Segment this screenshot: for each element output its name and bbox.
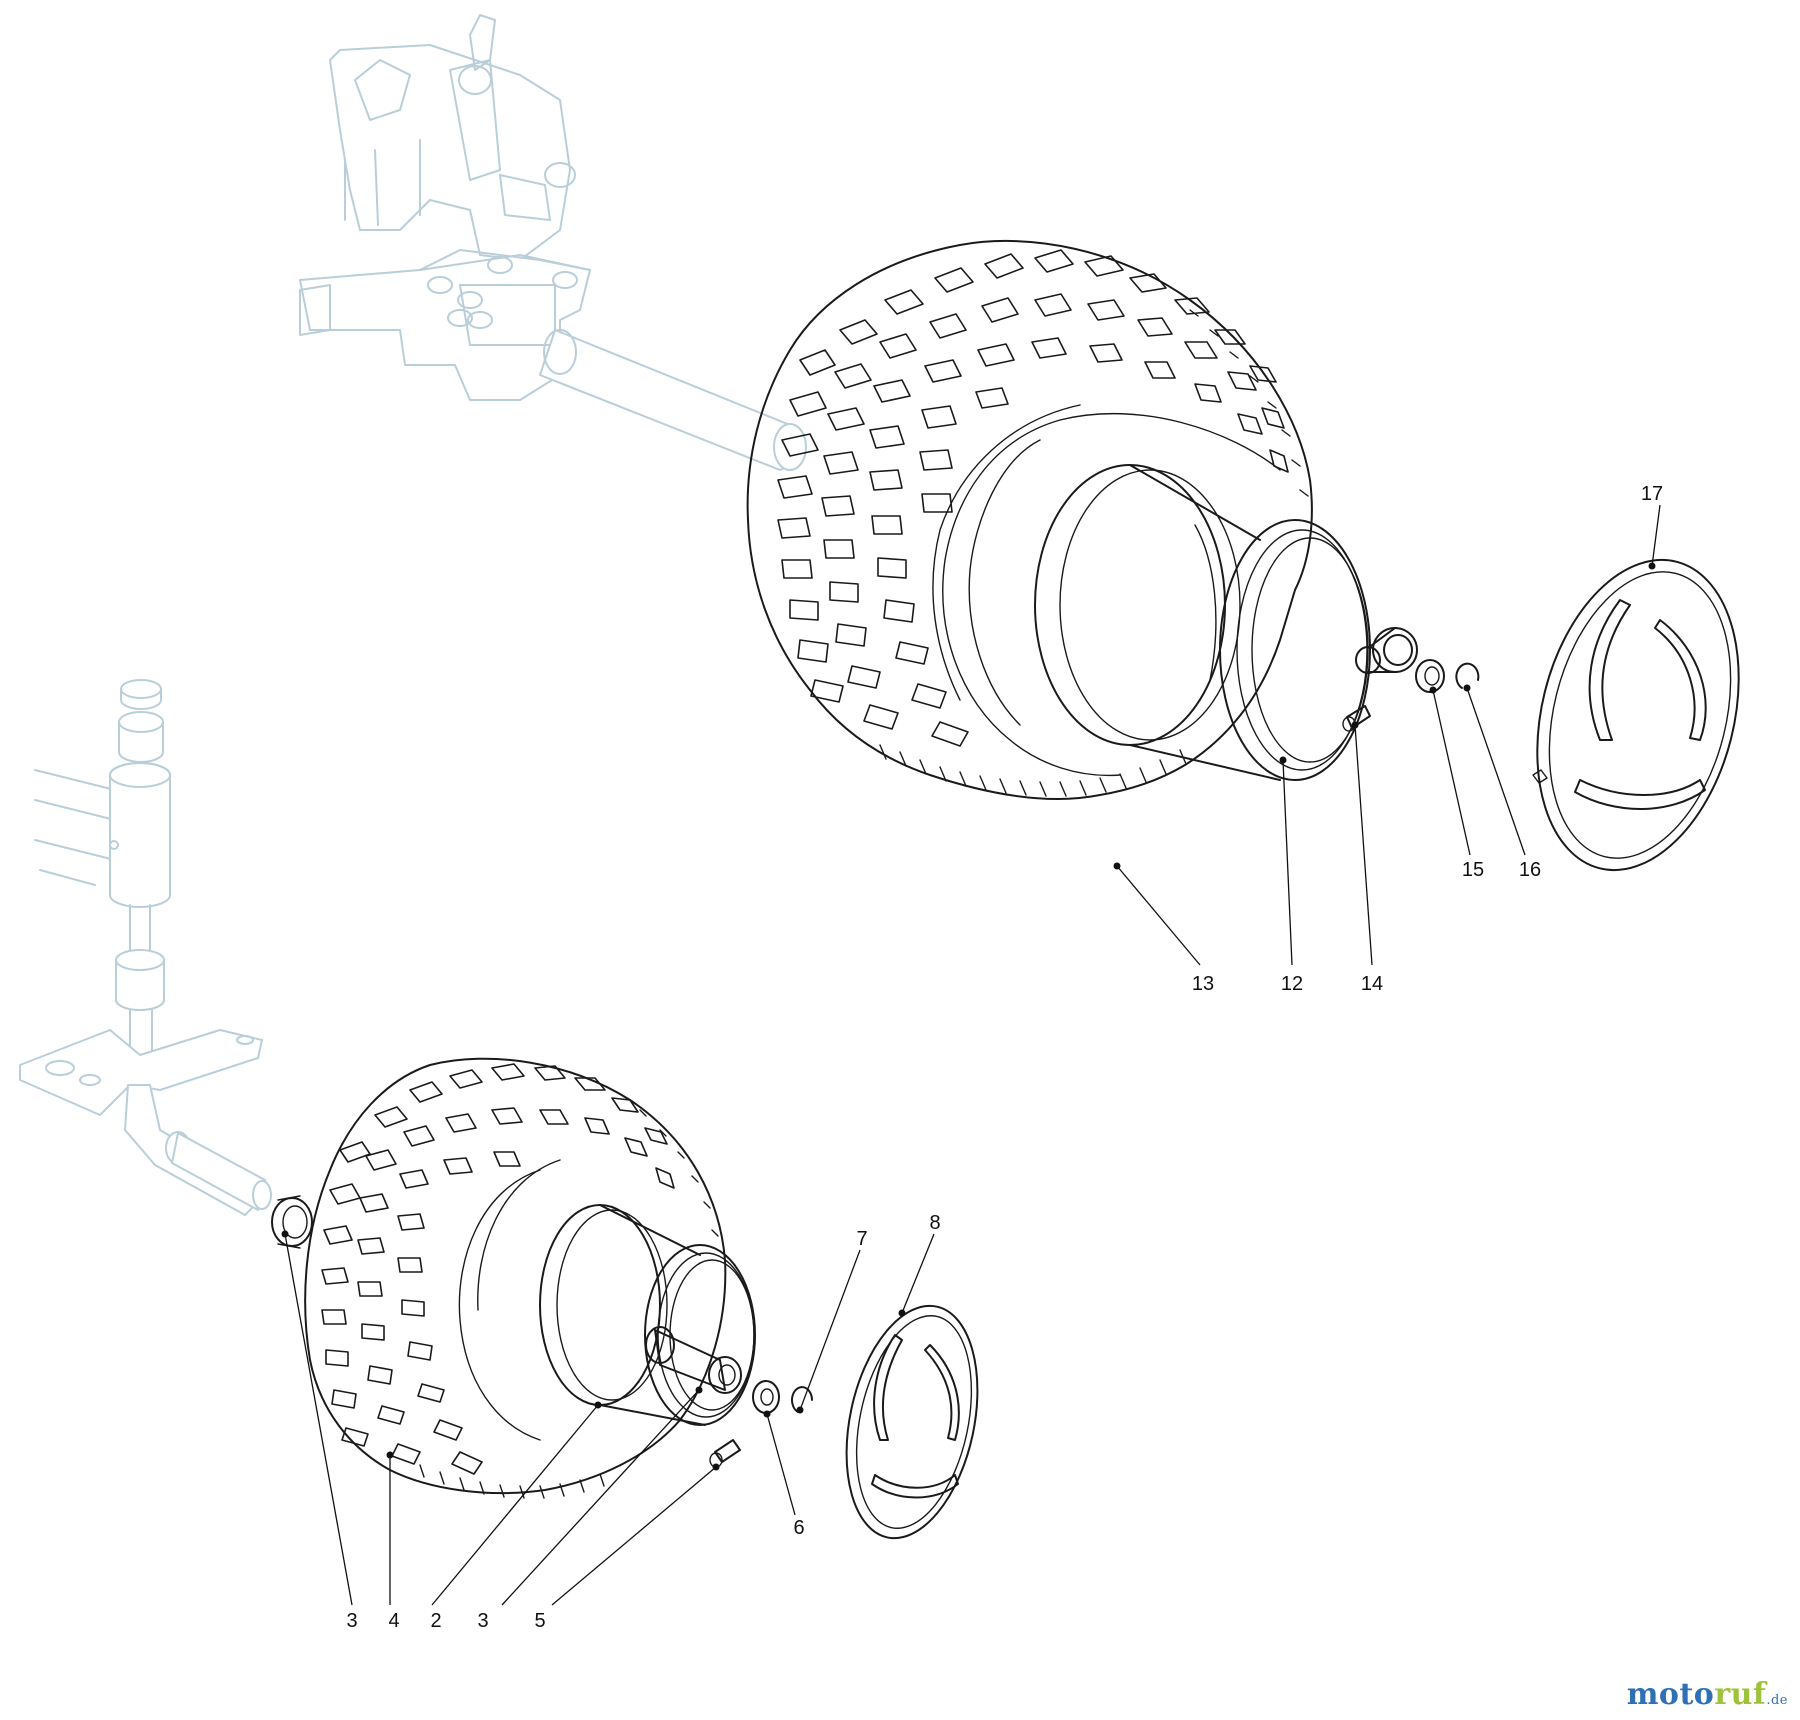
callout-17: 17 xyxy=(1641,483,1663,505)
rear-tire xyxy=(746,239,1313,800)
callout-16: 16 xyxy=(1519,859,1541,881)
front-washer xyxy=(752,1380,780,1414)
rear-washer xyxy=(1415,659,1445,693)
front-tire-tread xyxy=(321,1063,675,1475)
rear-rim xyxy=(1034,464,1418,781)
rear-hubcap xyxy=(1532,558,1740,872)
callout-13: 13 xyxy=(1192,973,1214,995)
rear-circlip xyxy=(1455,662,1480,689)
ghosted-transaxle xyxy=(299,14,807,471)
logo-part-1: moto xyxy=(1626,1677,1715,1712)
front-tire xyxy=(304,1057,727,1495)
logo-part-2: ruf xyxy=(1714,1677,1767,1712)
rear-tire-tread xyxy=(777,249,1289,747)
leader-lines xyxy=(281,504,1661,1606)
callout-4: 4 xyxy=(388,1610,399,1632)
motoruf-logo: motoruf.de xyxy=(1627,1677,1788,1712)
front-bushing-outer xyxy=(271,1197,313,1247)
front-wheel-assembly xyxy=(271,1057,979,1540)
front-circlip xyxy=(791,1386,813,1413)
callout-labels: 17 15 16 13 12 14 7 8 6 3 4 2 3 5 xyxy=(346,483,1663,1632)
rear-wheel-assembly xyxy=(746,239,1740,872)
callout-5: 5 xyxy=(534,1610,545,1632)
callout-12: 12 xyxy=(1281,973,1303,995)
callout-7: 7 xyxy=(856,1228,867,1250)
callout-15: 15 xyxy=(1462,859,1484,881)
callout-8: 8 xyxy=(929,1212,940,1234)
front-hubcap xyxy=(845,1304,979,1540)
callout-2: 2 xyxy=(430,1610,441,1632)
callout-14: 14 xyxy=(1361,973,1383,995)
callout-6: 6 xyxy=(793,1517,804,1539)
callout-3-hub: 3 xyxy=(477,1610,488,1632)
ghosted-front-spindle xyxy=(19,679,272,1216)
callout-3-bushing: 3 xyxy=(346,1610,357,1632)
logo-tld: .de xyxy=(1766,1693,1788,1708)
